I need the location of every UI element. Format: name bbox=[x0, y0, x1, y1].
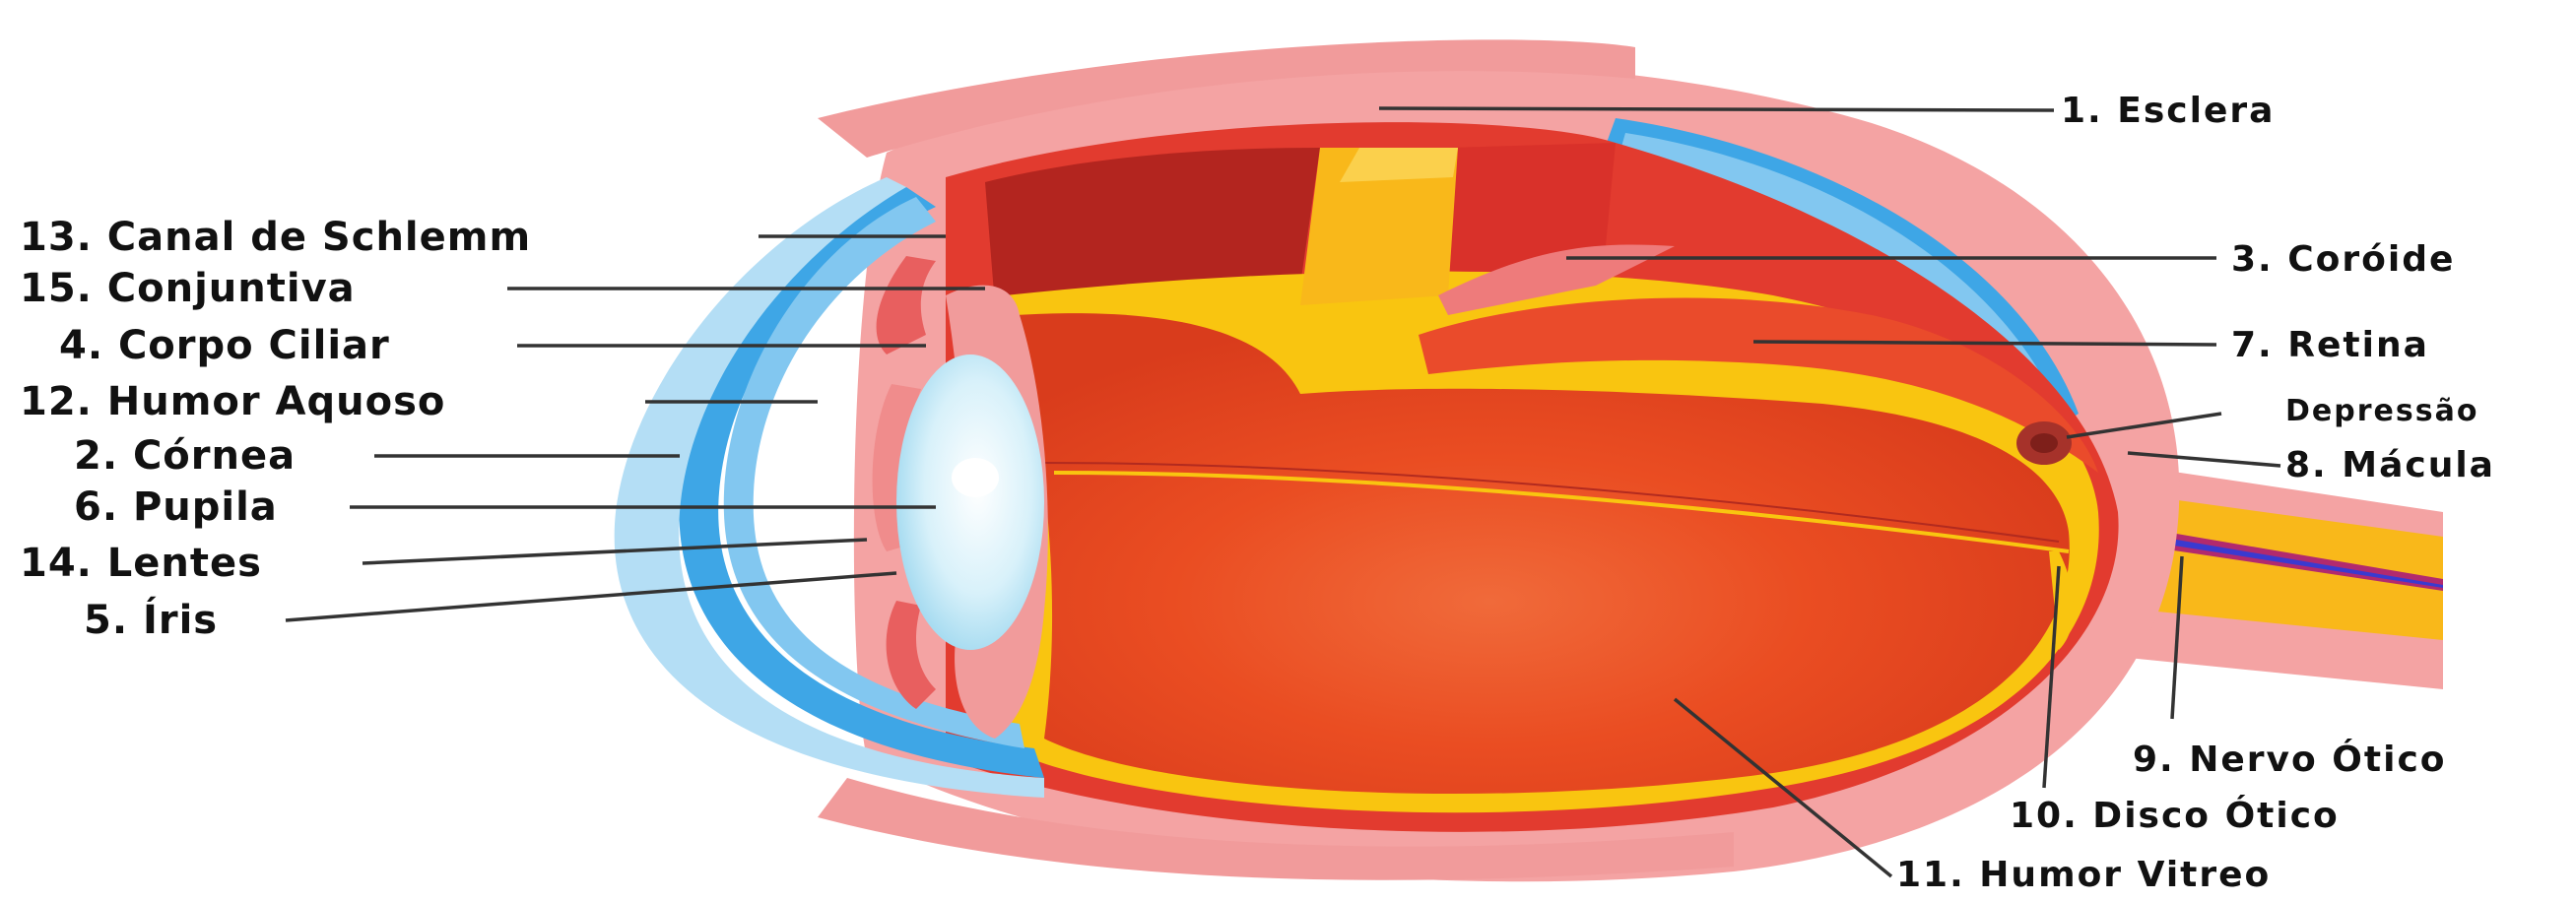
label-pupila: 6. Pupila bbox=[74, 484, 278, 530]
label-humor-vitreo: 11. Humor Vitreo bbox=[1896, 855, 2271, 895]
label-humor-aquoso: 12. Humor Aquoso bbox=[20, 379, 445, 424]
lens bbox=[896, 354, 1044, 650]
label-retina: 7. Retina bbox=[2231, 325, 2429, 365]
label-macula: 8. Mácula bbox=[2285, 445, 2495, 485]
label-cornea: 2. Córnea bbox=[74, 433, 296, 479]
label-conjuntiva: 15. Conjuntiva bbox=[20, 266, 356, 311]
label-iris: 5. Íris bbox=[84, 596, 218, 643]
label-disco-otico: 10. Disco Ótico bbox=[2010, 795, 2340, 836]
label-corpo-ciliar: 4. Corpo Ciliar bbox=[59, 323, 390, 368]
label-lentes: 14. Lentes bbox=[20, 541, 262, 586]
label-nervo-otico: 9. Nervo Ótico bbox=[2133, 739, 2447, 780]
label-esclera: 1. Esclera bbox=[2061, 91, 2275, 131]
label-canal-de-schlemm: 13. Canal de Schlemm bbox=[20, 215, 531, 260]
labels-left: 13. Canal de Schlemm 15. Conjuntiva 4. C… bbox=[20, 215, 531, 643]
label-coroide: 3. Coróide bbox=[2231, 239, 2455, 280]
label-depressao: Depressão bbox=[2285, 394, 2478, 428]
